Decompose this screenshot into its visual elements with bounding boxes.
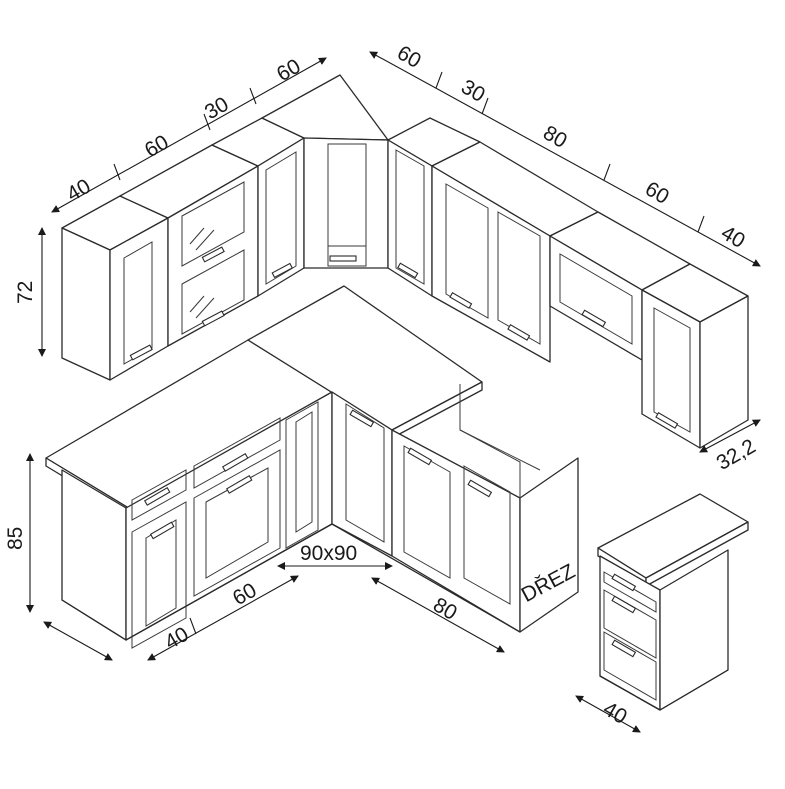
dim-top-right-80: 80 — [539, 121, 571, 153]
base-sink-side — [519, 457, 579, 633]
dim-bottom-60: 60 — [229, 579, 261, 611]
wall-cabinet-r40-side — [699, 295, 749, 449]
wall-cabinet-corner-front — [303, 137, 389, 269]
wall-cabinet-side-left — [61, 227, 111, 381]
dim-top-right-60: 60 — [393, 41, 425, 73]
dim-wall-depth: 32,2 — [713, 435, 760, 475]
drawer-unit-side — [659, 549, 729, 711]
dim-wall-height: 72 — [14, 281, 37, 304]
dim-bottom-80: 80 — [429, 593, 461, 625]
dim-top-right-40: 40 — [717, 221, 749, 253]
drawer-unit — [597, 493, 749, 711]
dim-top-left-40: 40 — [63, 175, 95, 207]
dim-top-left-60b: 60 — [273, 55, 305, 87]
dim-base-height: 85 — [4, 527, 27, 550]
dim-top-left-60: 60 — [141, 131, 173, 163]
dim-top-right-60b: 60 — [641, 177, 673, 209]
dim-corner: 90x90 — [300, 542, 357, 565]
